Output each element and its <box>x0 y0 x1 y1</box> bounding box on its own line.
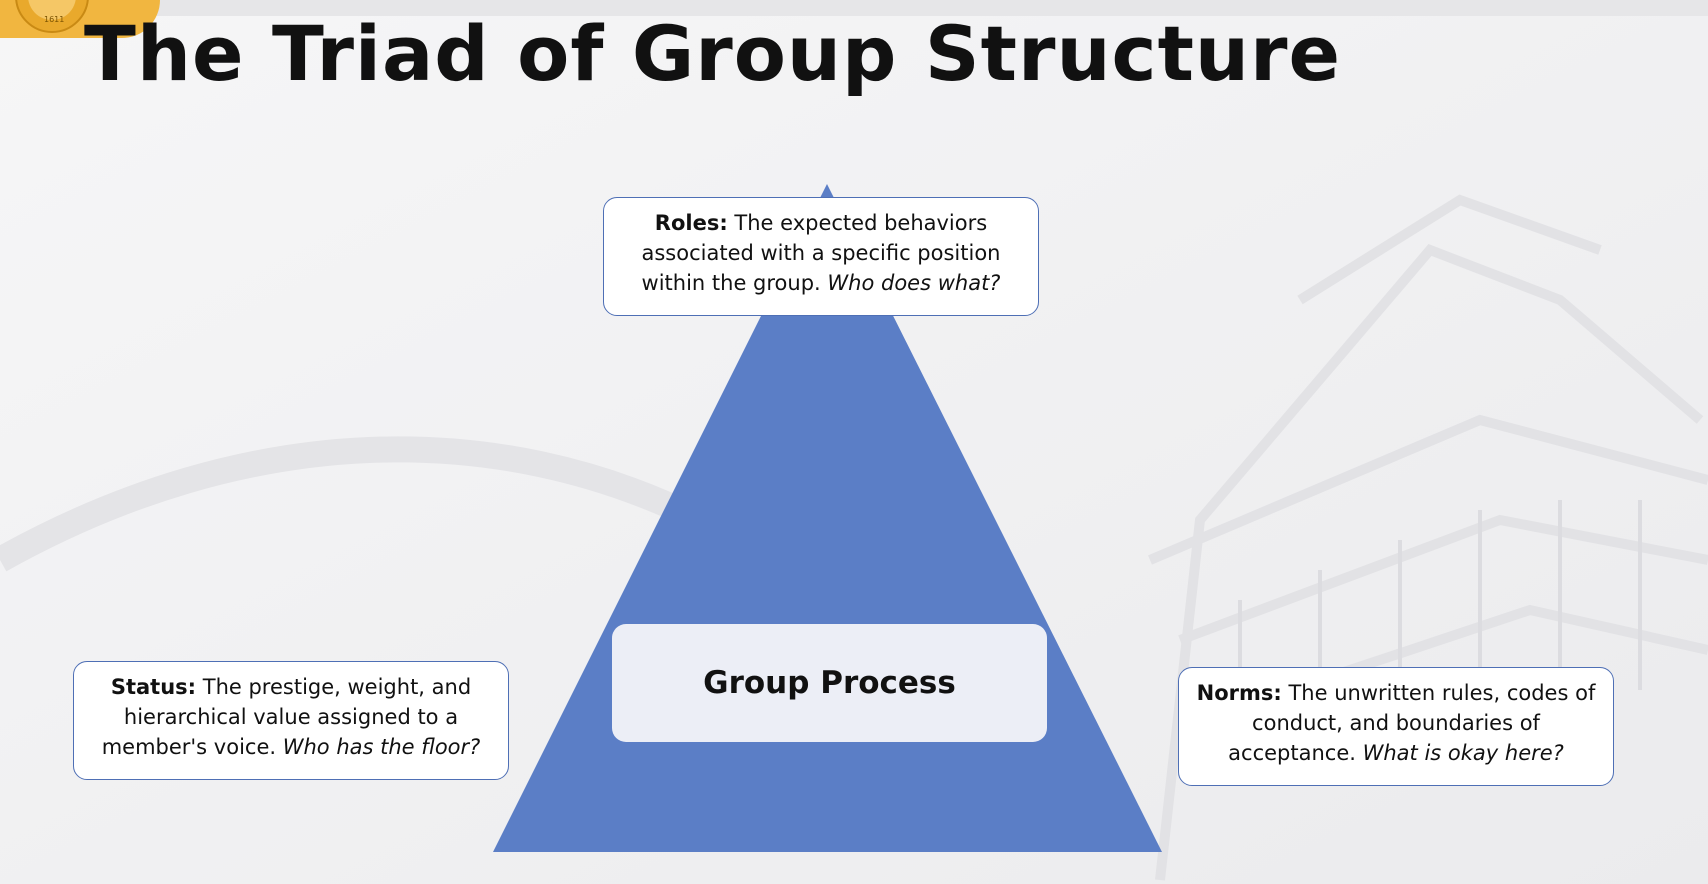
group-process-box: Group Process <box>612 624 1047 742</box>
logo-year: 1611 <box>44 15 64 24</box>
roles-node: Roles: The expected behaviors associated… <box>603 197 1039 316</box>
norms-definition: The unwritten rules, codes of conduct, a… <box>1228 681 1596 765</box>
norms-question: What is okay here? <box>1362 741 1564 765</box>
norms-node: Norms: The unwritten rules, codes of con… <box>1178 667 1614 786</box>
university-logo: 1611 <box>0 0 160 38</box>
norms-term: Norms: <box>1196 681 1282 705</box>
status-definition: The prestige, weight, and hierarchical v… <box>101 675 472 759</box>
roles-term: Roles: <box>654 211 728 235</box>
roles-definition: The expected behaviors associated with a… <box>641 211 1001 295</box>
status-question: Who has the floor? <box>282 735 481 759</box>
status-node: Status: The prestige, weight, and hierar… <box>73 661 509 780</box>
roles-question: Who does what? <box>827 271 1001 295</box>
university-seal-icon: 1611 <box>15 0 89 33</box>
group-process-label: Group Process <box>703 665 956 701</box>
slide-title: The Triad of Group Structure <box>84 9 1342 98</box>
status-term: Status: <box>110 675 197 699</box>
